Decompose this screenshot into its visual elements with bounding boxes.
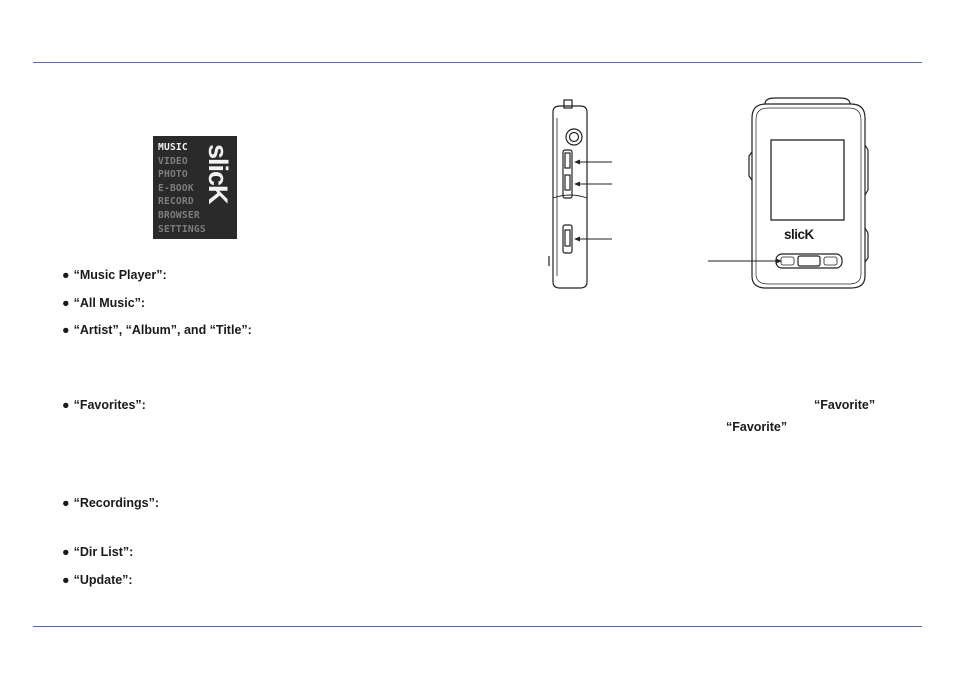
bullet-dir-list: ●“Dir List”:	[62, 545, 133, 559]
bullet-dot: ●	[62, 296, 70, 310]
main-menu-screen: MUSIC VIDEO PHOTO E-BOOK RECORD BROWSER …	[153, 136, 237, 239]
bullet-dot: ●	[62, 398, 70, 412]
slick-logo-vertical: slicK	[203, 144, 233, 205]
menu-item-settings: SETTINGS	[158, 223, 206, 235]
device-side-view	[548, 99, 612, 289]
bullet-recordings: ●“Recordings”:	[62, 496, 159, 510]
menu-item-browser: BROWSER	[158, 209, 200, 221]
menu-item-photo: PHOTO	[158, 169, 188, 181]
bullet-dot: ●	[62, 268, 70, 282]
slick-logo-text: slicK	[203, 144, 233, 205]
main-menu-list: MUSIC VIDEO PHOTO E-BOOK RECORD BROWSER …	[158, 141, 206, 236]
header-rule	[33, 62, 922, 63]
bullet-label: “Artist”, “Album”, and “Title”:	[73, 323, 252, 337]
menu-item-music: MUSIC	[158, 142, 188, 153]
bullet-favorites: ●“Favorites”:	[62, 398, 146, 412]
device-front-logo: slicK	[784, 227, 815, 242]
bullet-label: “Music Player”:	[73, 268, 167, 282]
bullet-dot: ●	[62, 573, 70, 587]
bullet-label: “Update”:	[73, 573, 133, 587]
bullet-music-player: ●“Music Player”:	[62, 268, 167, 282]
bullet-label: “Recordings”:	[73, 496, 159, 510]
bullet-dot: ●	[62, 545, 70, 559]
bullet-label: “All Music”:	[73, 296, 146, 310]
bullet-label: “Dir List”:	[73, 545, 134, 559]
bullet-dot: ●	[62, 323, 70, 337]
menu-item-video: VIDEO	[158, 155, 188, 167]
bullet-artist-album-title: ●“Artist”, “Album”, and “Title”:	[62, 323, 252, 337]
bullet-label: “Favorites”:	[73, 398, 146, 412]
favorite-term-2: “Favorite”	[726, 420, 788, 434]
bullet-dot: ●	[62, 496, 70, 510]
device-front-view	[708, 97, 869, 289]
menu-item-record: RECORD	[158, 196, 194, 208]
bullet-all-music: ●“All Music”:	[62, 296, 145, 310]
menu-item-ebook: E-BOOK	[158, 182, 194, 194]
favorite-term-1: “Favorite”	[814, 398, 876, 412]
footer-rule	[33, 626, 922, 627]
bullet-update: ●“Update”:	[62, 573, 133, 587]
